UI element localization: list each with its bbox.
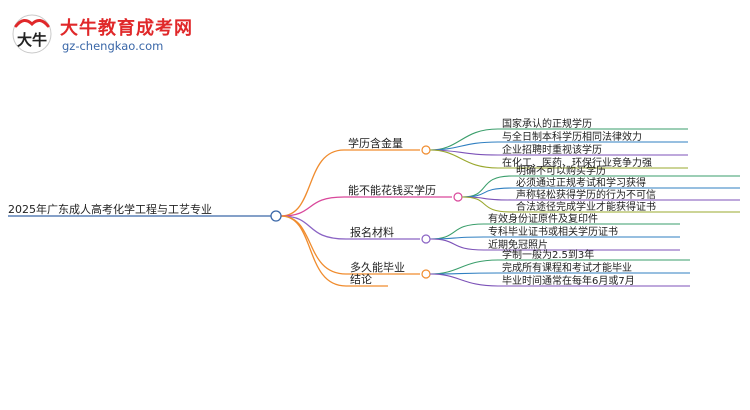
leaf-connector [429,259,499,275]
leaf-label: 合法途径完成学业才能获得证书 [516,200,656,213]
leaf-label: 国家承认的正规学历 [502,117,592,130]
leaf-connector [429,149,499,169]
brand-name: 大牛教育成考网 [60,18,193,39]
bull-logo-icon: 大牛 [12,14,52,54]
leaf-label: 企业招聘时重视该学历 [502,143,602,156]
leaf-label: 明确不可以购买学历 [516,164,606,177]
leaf-label: 在化工、医药、环保行业竞争力强 [502,156,652,169]
branch-label: 多久能毕业 [350,260,405,274]
leaf-label: 有效身份证原件及复印件 [488,212,598,225]
leaf-connector [461,196,513,213]
branch-label: 学历含金量 [348,136,403,150]
branch-connector [280,196,345,217]
leaf-connector [461,187,513,198]
branch-node-dot [421,145,431,155]
leaf-label: 必须通过正规考试和学习获得 [516,176,646,189]
root-topic: 2025年广东成人高考化学工程与工艺专业 [8,202,212,216]
root-node-dot [270,210,282,222]
branch-connector [280,215,347,240]
leaf-connector [429,238,485,251]
branch-connector [280,215,347,287]
branch-label: 能不能花钱买学历 [348,183,436,197]
leaf-label: 专科毕业证书或相关学历证书 [488,225,618,238]
leaf-connector [429,128,499,151]
leaf-connector [429,273,499,287]
branch-node-dot [453,192,463,202]
branch-node-dot [421,269,431,279]
brand-url: gz-chengkao.com [62,39,164,53]
leaf-label: 毕业时间通常在每年6月或7月 [502,274,635,287]
leaf-label: 学制一般为2.5到3年 [502,248,594,261]
leaf-label: 声称轻松获得学历的行为不可信 [516,188,656,201]
branch-node-dot [421,234,431,244]
branch-label: 结论 [350,272,372,286]
leaf-connector [461,175,513,198]
branch-connector [280,149,345,217]
logo-mark-text: 大牛 [17,31,47,49]
leaf-label: 近期免冠照片 [488,238,548,251]
branch-label: 报名材料 [350,225,394,239]
branch-connector [280,215,347,275]
brand-logo: 大牛 大牛教育成考网 gz-chengkao.com [10,12,230,62]
leaf-label: 完成所有课程和考试才能毕业 [502,261,632,274]
leaf-label: 与全日制本科学历相同法律效力 [502,130,642,143]
